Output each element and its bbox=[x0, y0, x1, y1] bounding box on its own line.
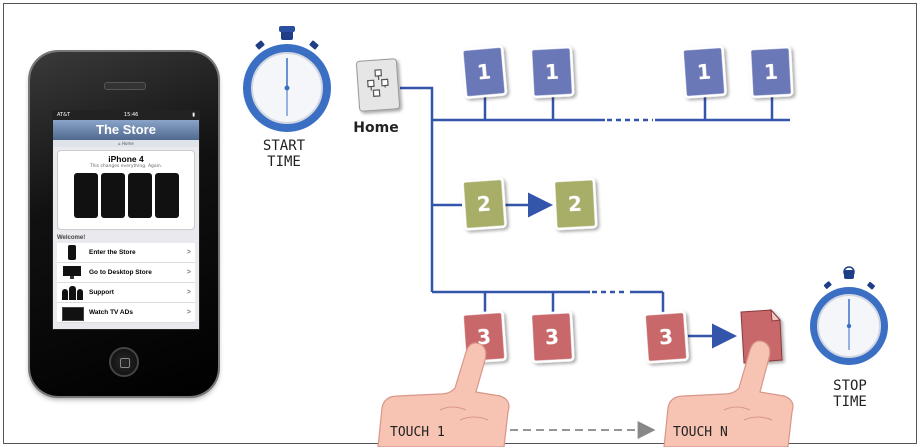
menu-item-label: Enter the Store bbox=[89, 249, 136, 256]
status-time: 15:46 bbox=[123, 112, 139, 118]
start-time-label: START TIME bbox=[238, 138, 330, 170]
tree-connectors bbox=[400, 86, 790, 313]
store-title: The Store bbox=[53, 120, 199, 140]
page-icon-3: 3 bbox=[529, 310, 575, 364]
home-label: Home bbox=[353, 120, 399, 136]
touch-hand-1-icon bbox=[377, 342, 510, 447]
menu-item-tv-ads[interactable]: Watch TV ADs > bbox=[57, 303, 195, 323]
page-icon-1: 1 bbox=[460, 45, 508, 99]
page-icon-1: 1 bbox=[529, 45, 575, 99]
page-shape bbox=[552, 177, 598, 231]
page-number: 3 bbox=[544, 325, 559, 350]
desktop-thumb-icon bbox=[61, 265, 83, 280]
page-shape bbox=[643, 310, 689, 364]
page-number: 1 bbox=[763, 60, 778, 85]
page-number: 2 bbox=[567, 192, 582, 217]
page-icon-3: 3 bbox=[643, 310, 689, 364]
page-icon-1: 1 bbox=[748, 45, 794, 99]
menu-item-enter-store[interactable]: Enter the Store > bbox=[57, 243, 195, 263]
battery-icon: ▮ bbox=[192, 112, 195, 118]
menu-item-label: Go to Desktop Store bbox=[89, 269, 152, 276]
product-image bbox=[58, 173, 194, 218]
page-shape bbox=[681, 45, 727, 99]
menu-item-desktop-store[interactable]: Go to Desktop Store > bbox=[57, 263, 195, 283]
touch-hand-n-icon bbox=[663, 340, 794, 447]
page-shape bbox=[748, 45, 794, 99]
product-tagline: This changes everything. Again. bbox=[89, 164, 163, 169]
page-number: 3 bbox=[476, 325, 492, 350]
welcome-label: Welcome! bbox=[57, 235, 86, 241]
status-bar: AT&T 15:46 ▮ bbox=[53, 111, 199, 120]
page-number: 1 bbox=[696, 60, 712, 85]
product-phone-image bbox=[127, 173, 152, 218]
touch-n-label: TOUCH N bbox=[673, 425, 728, 440]
page-shape bbox=[460, 45, 508, 99]
chevron-right-icon: > bbox=[186, 289, 191, 296]
phone-speaker bbox=[104, 82, 146, 90]
chevron-right-icon: > bbox=[186, 269, 191, 276]
start-stopwatch-icon bbox=[243, 26, 331, 132]
status-carrier: AT&T bbox=[57, 112, 71, 118]
page-number: 3 bbox=[658, 325, 674, 350]
tv-thumb-icon bbox=[61, 305, 84, 321]
store-nav: ⌂ Home bbox=[53, 140, 199, 147]
product-phone-image bbox=[100, 173, 125, 218]
phone-thumb-icon bbox=[61, 245, 83, 260]
people-thumb-icon bbox=[61, 285, 83, 300]
start-label-line1: START bbox=[262, 138, 306, 154]
stop-time-label: STOP TIME bbox=[804, 378, 896, 410]
page-shape bbox=[529, 310, 575, 364]
chevron-right-icon: > bbox=[186, 309, 191, 316]
product-banner[interactable]: iPhone 4 This changes everything. Again. bbox=[57, 150, 195, 230]
page-icons: 1 1 1 1 2 2 3 3 3 bbox=[460, 45, 794, 364]
page-number: 1 bbox=[544, 60, 559, 85]
page-shape bbox=[461, 177, 507, 231]
home-page-icon bbox=[356, 58, 400, 112]
menu-item-support[interactable]: Support > bbox=[57, 283, 195, 303]
phone-screen: AT&T 15:46 ▮ The Store ⌂ Home iPhone 4 T… bbox=[52, 110, 200, 330]
product-title: iPhone 4 bbox=[108, 154, 144, 164]
page-shape bbox=[529, 45, 575, 99]
nav-text[interactable]: Home bbox=[122, 141, 134, 146]
phone-home-button[interactable] bbox=[109, 347, 139, 377]
home-connector bbox=[400, 86, 434, 292]
page-icon-2: 2 bbox=[552, 177, 598, 231]
home-nav-icon[interactable]: ⌂ bbox=[118, 141, 121, 146]
product-phone-image bbox=[154, 173, 179, 218]
touch-1-label: TOUCH 1 bbox=[390, 425, 445, 440]
stop-stopwatch-icon bbox=[810, 266, 888, 365]
iphone-device: AT&T 15:46 ▮ The Store ⌂ Home iPhone 4 T… bbox=[30, 52, 218, 396]
stop-label-line1: STOP bbox=[833, 378, 867, 394]
ellipsis-dashes bbox=[592, 118, 653, 294]
start-label-line2: TIME bbox=[267, 154, 301, 171]
page-number: 2 bbox=[476, 192, 492, 217]
page-number: 1 bbox=[476, 59, 492, 84]
product-phone-image bbox=[73, 173, 98, 218]
page-icon-2: 2 bbox=[461, 177, 507, 231]
stop-label-line2: TIME bbox=[833, 394, 867, 411]
menu-item-label: Watch TV ADs bbox=[89, 309, 133, 316]
chevron-right-icon: > bbox=[186, 249, 191, 256]
page-icon-1: 1 bbox=[681, 45, 727, 99]
menu-item-label: Support bbox=[89, 289, 114, 296]
